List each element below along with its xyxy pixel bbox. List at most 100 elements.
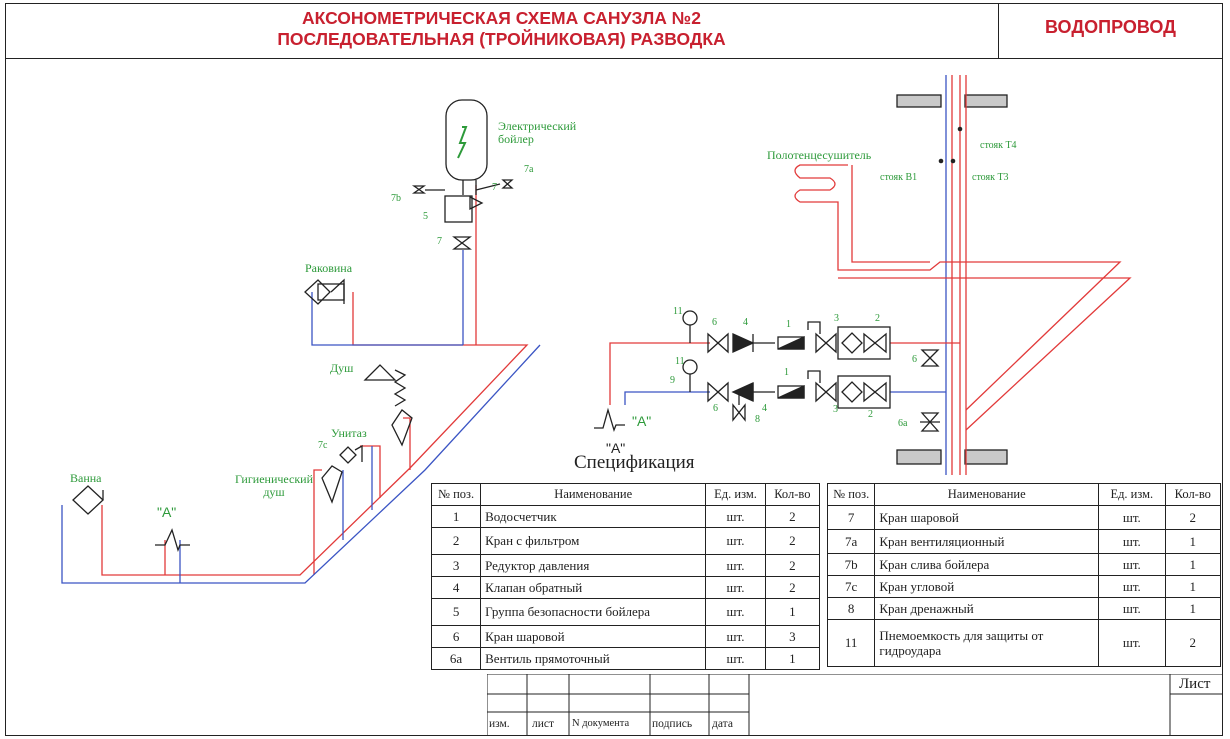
spec-unit: шт. xyxy=(1098,619,1166,667)
pos-1-bot: 1 xyxy=(784,367,789,378)
spec-name: Водосчетчик xyxy=(480,505,707,528)
spec-pos: 7c xyxy=(826,575,876,598)
toilet-fixture xyxy=(339,444,363,464)
point-a-right-symbol xyxy=(594,407,625,432)
boiler-lightning-icon xyxy=(457,126,468,159)
point-a-left-label: "А" xyxy=(157,504,177,520)
bath-label: Ванна xyxy=(70,471,102,485)
pos-3-top: 3 xyxy=(834,313,839,324)
pos-11-bot: 11 xyxy=(675,356,685,367)
bath-fixture xyxy=(72,485,104,515)
spec-qty: 1 xyxy=(1164,529,1222,554)
spec-unit: шт. xyxy=(705,598,766,626)
drawing-frame xyxy=(5,3,1223,736)
spec-name: Кран слива бойлера xyxy=(874,553,1100,576)
riser-b1-label: стояк В1 xyxy=(880,172,918,183)
spec-name: Кран дренажный xyxy=(874,597,1100,620)
slab-upper xyxy=(896,94,1008,465)
spec-pos: 4 xyxy=(430,576,482,599)
spec-unit: шт. xyxy=(705,527,766,555)
spec-unit: шт. xyxy=(705,625,766,648)
spec-unit: шт. xyxy=(705,647,766,670)
col-name: Наименование xyxy=(480,483,707,506)
section-title: ВОДОПРОВОД xyxy=(1045,17,1176,37)
spec-header-row: № поз. Наименование Ед. изм. Кол-во xyxy=(826,483,1222,506)
spec-pos: 1 xyxy=(430,505,482,528)
pos-7-top: 7 xyxy=(492,182,497,193)
spec-unit: шт. xyxy=(1098,505,1166,530)
spec-qty: 2 xyxy=(764,505,821,528)
spec-unit: шт. xyxy=(1098,575,1166,598)
spec-qty: 2 xyxy=(764,527,821,555)
spec-unit: шт. xyxy=(1098,553,1166,576)
pos-7b: 7b xyxy=(391,193,401,204)
col-pos: № поз. xyxy=(826,483,876,506)
spec-pos: 6 xyxy=(430,625,482,648)
spec-pos: 6a xyxy=(430,647,482,670)
riser-t3-t4 xyxy=(951,75,967,475)
spec-pos: 7 xyxy=(826,505,876,530)
spec-pos: 5 xyxy=(430,598,482,626)
col-pos: № поз. xyxy=(430,483,482,506)
spec-name: Кран шаровой xyxy=(874,505,1100,530)
sink-fixture xyxy=(304,278,345,305)
stamp-data: дата xyxy=(712,718,733,730)
stamp-izm: изм. xyxy=(489,718,510,730)
point-a-right-label: "А" xyxy=(632,413,652,429)
spec-title: Спецификация xyxy=(574,452,695,473)
pos-6-top: 6 xyxy=(712,317,717,328)
pos-11-top: 11 xyxy=(673,306,683,317)
riser-t3-label: стояк Т3 xyxy=(972,172,1009,183)
shower-label: Душ xyxy=(330,361,354,375)
title-divider xyxy=(998,3,999,59)
boiler-label: Электрический бойлер xyxy=(498,119,577,146)
pos-2-top: 2 xyxy=(875,313,880,324)
spec-pos: 7a xyxy=(826,529,876,554)
spec-name: Кран угловой xyxy=(874,575,1100,598)
towel-dryer xyxy=(794,164,1132,431)
spec-name: Кран шаровой xyxy=(480,625,707,648)
spec-name: Кран с фильтром xyxy=(480,527,707,555)
sink-label: Раковина xyxy=(305,261,353,275)
point-a-left-symbol xyxy=(155,528,190,552)
riser-t4-label: стояк Т4 xyxy=(980,140,1017,151)
spec-qty: 1 xyxy=(764,647,821,670)
col-qty: Кол-во xyxy=(1164,483,1222,506)
stamp-ndoc: N документа xyxy=(572,718,630,729)
spec-name: Клапан обратный xyxy=(480,576,707,599)
pos-5: 5 xyxy=(423,211,428,222)
spec-unit: шт. xyxy=(705,576,766,599)
boiler xyxy=(425,99,501,223)
pos-6-riser: 6 xyxy=(912,354,917,365)
title-line-2: ПОСЛЕДОВАТЕЛЬНАЯ (ТРОЙНИКОВАЯ) РАЗВОДКА xyxy=(277,29,726,49)
riser-valves xyxy=(920,349,940,432)
cold-main-left xyxy=(61,250,541,584)
pos-4-top: 4 xyxy=(743,317,748,328)
spec-qty: 2 xyxy=(764,576,821,599)
spec-unit: шт. xyxy=(705,554,766,577)
lower-devices xyxy=(682,359,891,422)
pos-2-bot: 2 xyxy=(868,409,873,420)
pos-7a: 7a xyxy=(524,164,534,175)
pos-3-bot: 3 xyxy=(833,404,838,415)
towel-dryer-label: Полотенцесушитель xyxy=(767,148,872,162)
spec-qty: 1 xyxy=(764,598,821,626)
stamp-grid xyxy=(487,674,1223,736)
stamp-block: изм. лист N документа подпись дата Лист xyxy=(487,674,1223,736)
stamp-podpis: подпись xyxy=(652,718,693,730)
spec-unit: шт. xyxy=(705,505,766,528)
pos-6-bot: 6 xyxy=(713,403,718,414)
spec-pos: 2 xyxy=(430,527,482,555)
cold-manifold xyxy=(624,391,946,405)
